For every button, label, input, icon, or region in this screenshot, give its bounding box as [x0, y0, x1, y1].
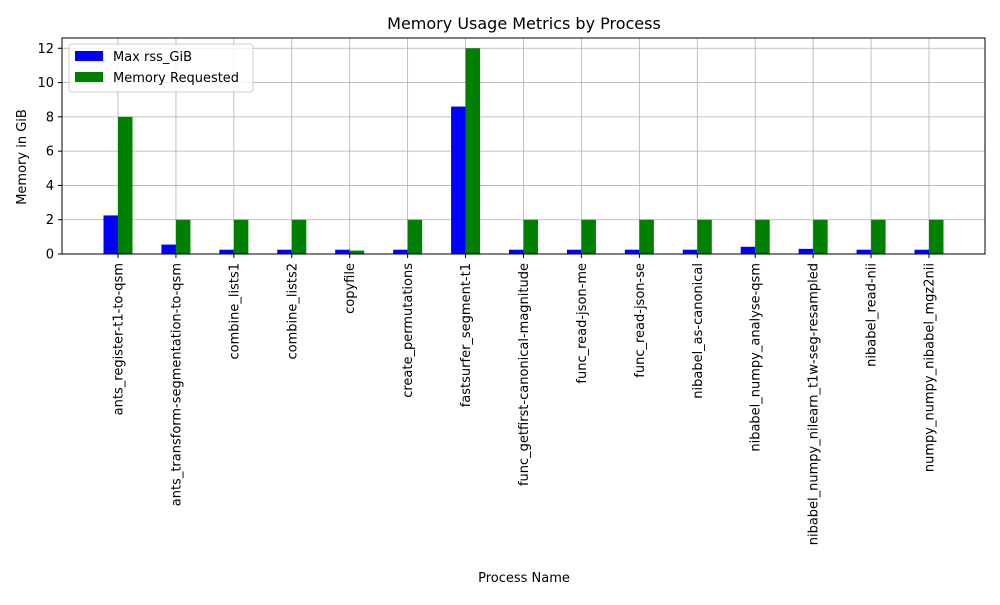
- bar-memory-requested: [407, 219, 423, 254]
- x-tick-label: combine_lists1: [227, 263, 242, 360]
- bar-memory-requested: [118, 116, 133, 254]
- legend-label-max-rss: Max rss_GiB: [113, 50, 192, 65]
- bar-max-rss: [798, 248, 814, 254]
- bar-max-rss: [914, 249, 929, 254]
- bar-memory-requested: [233, 219, 249, 254]
- y-tick-label: 6: [46, 145, 54, 160]
- y-tick-label: 8: [46, 110, 54, 125]
- y-tick-label: 12: [37, 42, 54, 57]
- x-tick-label: nibabel_numpy_analyse-qsm: [749, 263, 764, 452]
- y-tick-label: 0: [46, 248, 54, 263]
- bar-max-rss: [393, 249, 408, 254]
- x-axis-label: Process Name: [478, 571, 570, 586]
- bar-max-rss: [566, 249, 582, 254]
- bar-memory-requested: [291, 219, 307, 254]
- x-tick-label: fastsurfer_segment-t1: [459, 263, 474, 407]
- bar-max-rss: [451, 106, 466, 254]
- bar-max-rss: [682, 249, 698, 254]
- x-tick-label: numpy_numpy_nibabel_mgz2nii: [923, 263, 938, 472]
- bar-memory-requested: [175, 219, 191, 254]
- bar-max-rss: [161, 244, 176, 254]
- bar-memory-requested: [755, 219, 770, 254]
- x-tick-label: nibabel_as-canonical: [691, 263, 706, 399]
- x-tick-label: func_read-json-se: [633, 263, 648, 378]
- x-tick-label: ants_transform-segmentation-to-qsm: [169, 263, 184, 506]
- legend: Max rss_GiB Memory Requested: [68, 43, 254, 93]
- bar-memory-requested: [581, 219, 596, 254]
- y-tick-label: 2: [46, 213, 54, 228]
- x-tick-label: nibabel_read-nii: [865, 263, 880, 367]
- bar-memory-requested: [697, 219, 712, 254]
- bar-max-rss: [103, 215, 118, 254]
- legend-swatch-memory-requested: [75, 72, 103, 82]
- x-tick-label: func_read-json-me: [575, 263, 590, 384]
- bar-max-rss: [219, 249, 234, 254]
- x-tick-label: ants_register-t1-to-qsm: [112, 263, 127, 415]
- bar-memory-requested: [871, 219, 886, 254]
- legend-swatch-max-rss: [75, 51, 103, 61]
- bar-max-rss: [740, 246, 756, 254]
- bar-memory-requested: [523, 219, 538, 254]
- x-tick-label: copyfile: [343, 263, 358, 314]
- bar-memory-requested: [639, 219, 654, 254]
- bar-max-rss: [856, 249, 872, 254]
- y-tick-label: 4: [46, 179, 54, 194]
- x-tick-label: create_permutations: [401, 263, 416, 398]
- bar-memory-requested: [465, 48, 481, 255]
- x-axis-ticks: ants_register-t1-to-qsm ants_transform-se…: [112, 254, 938, 545]
- bars: [103, 48, 944, 255]
- legend-box: [68, 43, 254, 93]
- bar-max-rss: [509, 249, 524, 254]
- y-tick-label: 10: [37, 76, 54, 91]
- bar-max-rss: [335, 249, 350, 254]
- chart-title: Memory Usage Metrics by Process: [387, 14, 661, 33]
- bar-memory-requested: [813, 219, 828, 254]
- bar-memory-requested: [929, 219, 944, 254]
- legend-label-memory-requested: Memory Requested: [113, 71, 239, 86]
- y-axis-ticks: 0 2 4 6 8 10 12: [37, 42, 62, 263]
- y-axis-label: Memory in GiB: [15, 109, 30, 205]
- x-tick-label: func_getfirst-canonical-magnitude: [517, 263, 532, 486]
- x-tick-label: combine_lists2: [285, 263, 300, 360]
- bar-memory-requested: [349, 250, 365, 254]
- bar-max-rss: [277, 249, 292, 254]
- x-tick-label: nibabel_numpy_nilearn_t1w-seg-resampled: [807, 263, 822, 545]
- bar-max-rss: [624, 249, 640, 254]
